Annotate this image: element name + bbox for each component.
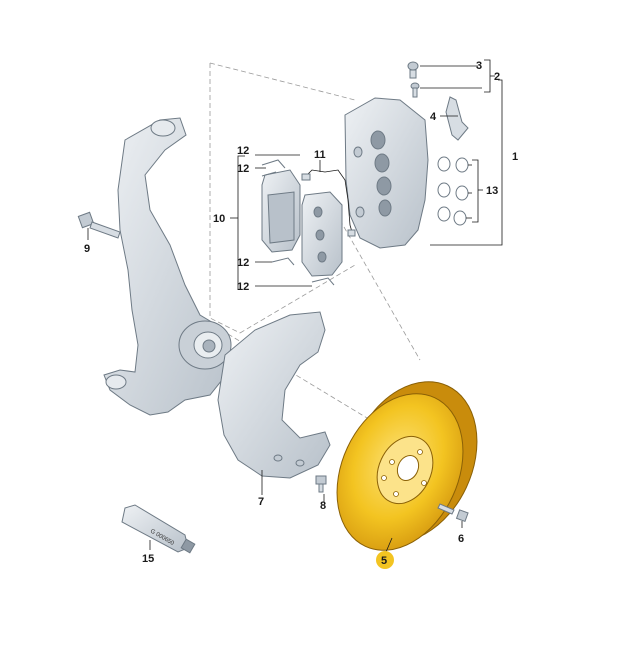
callout-5-badge: [376, 551, 394, 569]
callout-12-c: 12: [237, 257, 249, 269]
brake-pads: [261, 169, 343, 277]
caliper-spring: [445, 96, 469, 141]
callout-9: 9: [84, 243, 90, 255]
wear-sensor: [301, 169, 356, 237]
shield-bolt: [315, 475, 327, 493]
bleeder-screw: [407, 61, 420, 98]
callout-2: 2: [494, 71, 500, 83]
callout-12-a: 12: [237, 145, 249, 157]
callout-12-b: 12: [237, 163, 249, 175]
callout-6: 6: [458, 533, 464, 545]
grease-tube: G 000650: [121, 504, 196, 554]
callout-13: 13: [486, 185, 498, 197]
brake-disc: [336, 381, 478, 551]
steering-knuckle: [103, 117, 233, 416]
callout-12-d: 12: [237, 281, 249, 293]
knuckle-bolt: [77, 211, 121, 239]
pad-clips: [261, 159, 335, 286]
leader-lines: [87, 59, 503, 553]
callout-5: 5: [381, 555, 387, 567]
brake-caliper: [344, 97, 429, 249]
callout-7: 7: [258, 496, 264, 508]
splash-shield: [217, 311, 331, 479]
callout-8: 8: [320, 500, 326, 512]
callout-10: 10: [213, 213, 225, 225]
callout-4: 4: [430, 111, 437, 123]
callout-11: 11: [314, 149, 326, 161]
callout-1: 1: [512, 151, 518, 163]
callout-15: 15: [142, 553, 154, 565]
disc-screw: [437, 503, 469, 523]
callout-labels: 1 2 3 4 5 6 7 8 9 10 11 12 12 12 12 13 1…: [84, 60, 518, 569]
caliper-seal-kit: [437, 156, 469, 226]
callout-3: 3: [476, 60, 482, 72]
